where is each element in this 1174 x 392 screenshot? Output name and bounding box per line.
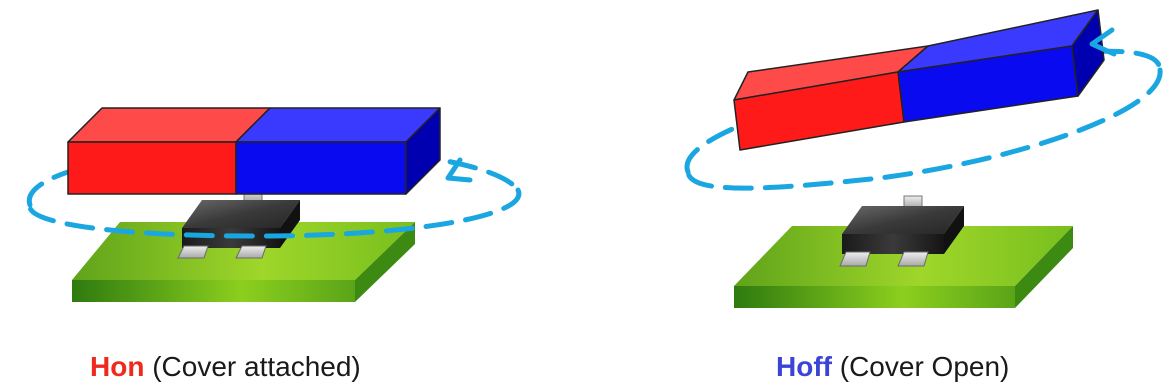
- field-loop-front: [685, 67, 1163, 191]
- caption-text: (Cover attached): [152, 351, 361, 382]
- chip-lead-left: [177, 245, 209, 259]
- magnet: [67, 107, 441, 195]
- magnet-end-face: [1071, 9, 1105, 97]
- field-arrow: [1089, 27, 1117, 57]
- caption-text: (Cover Open): [839, 351, 1010, 382]
- field-arrow: [445, 157, 473, 183]
- caption-cover-attached: Hon (Cover attached): [90, 350, 361, 384]
- state-label-hon: Hon: [90, 351, 145, 382]
- panel-cover-open: [684, 9, 1163, 308]
- magnet-end-face: [405, 107, 441, 195]
- magnet-north-pole: [67, 141, 237, 195]
- magnet-south-pole: [235, 141, 407, 195]
- state-label-hoff: Hoff: [776, 351, 832, 382]
- hall-sensor-chip: [839, 195, 964, 267]
- chip-lead-left: [839, 251, 871, 267]
- magnet-north-top: [67, 107, 271, 143]
- field-loop-front: [27, 187, 522, 239]
- panel-cover-attached: [26, 107, 522, 302]
- chip-lead-right: [897, 251, 929, 267]
- caption-cover-open: Hoff (Cover Open): [776, 350, 1009, 384]
- chip-lead-right: [235, 245, 267, 259]
- magnet-south-top: [235, 107, 441, 143]
- magnet: [733, 9, 1105, 151]
